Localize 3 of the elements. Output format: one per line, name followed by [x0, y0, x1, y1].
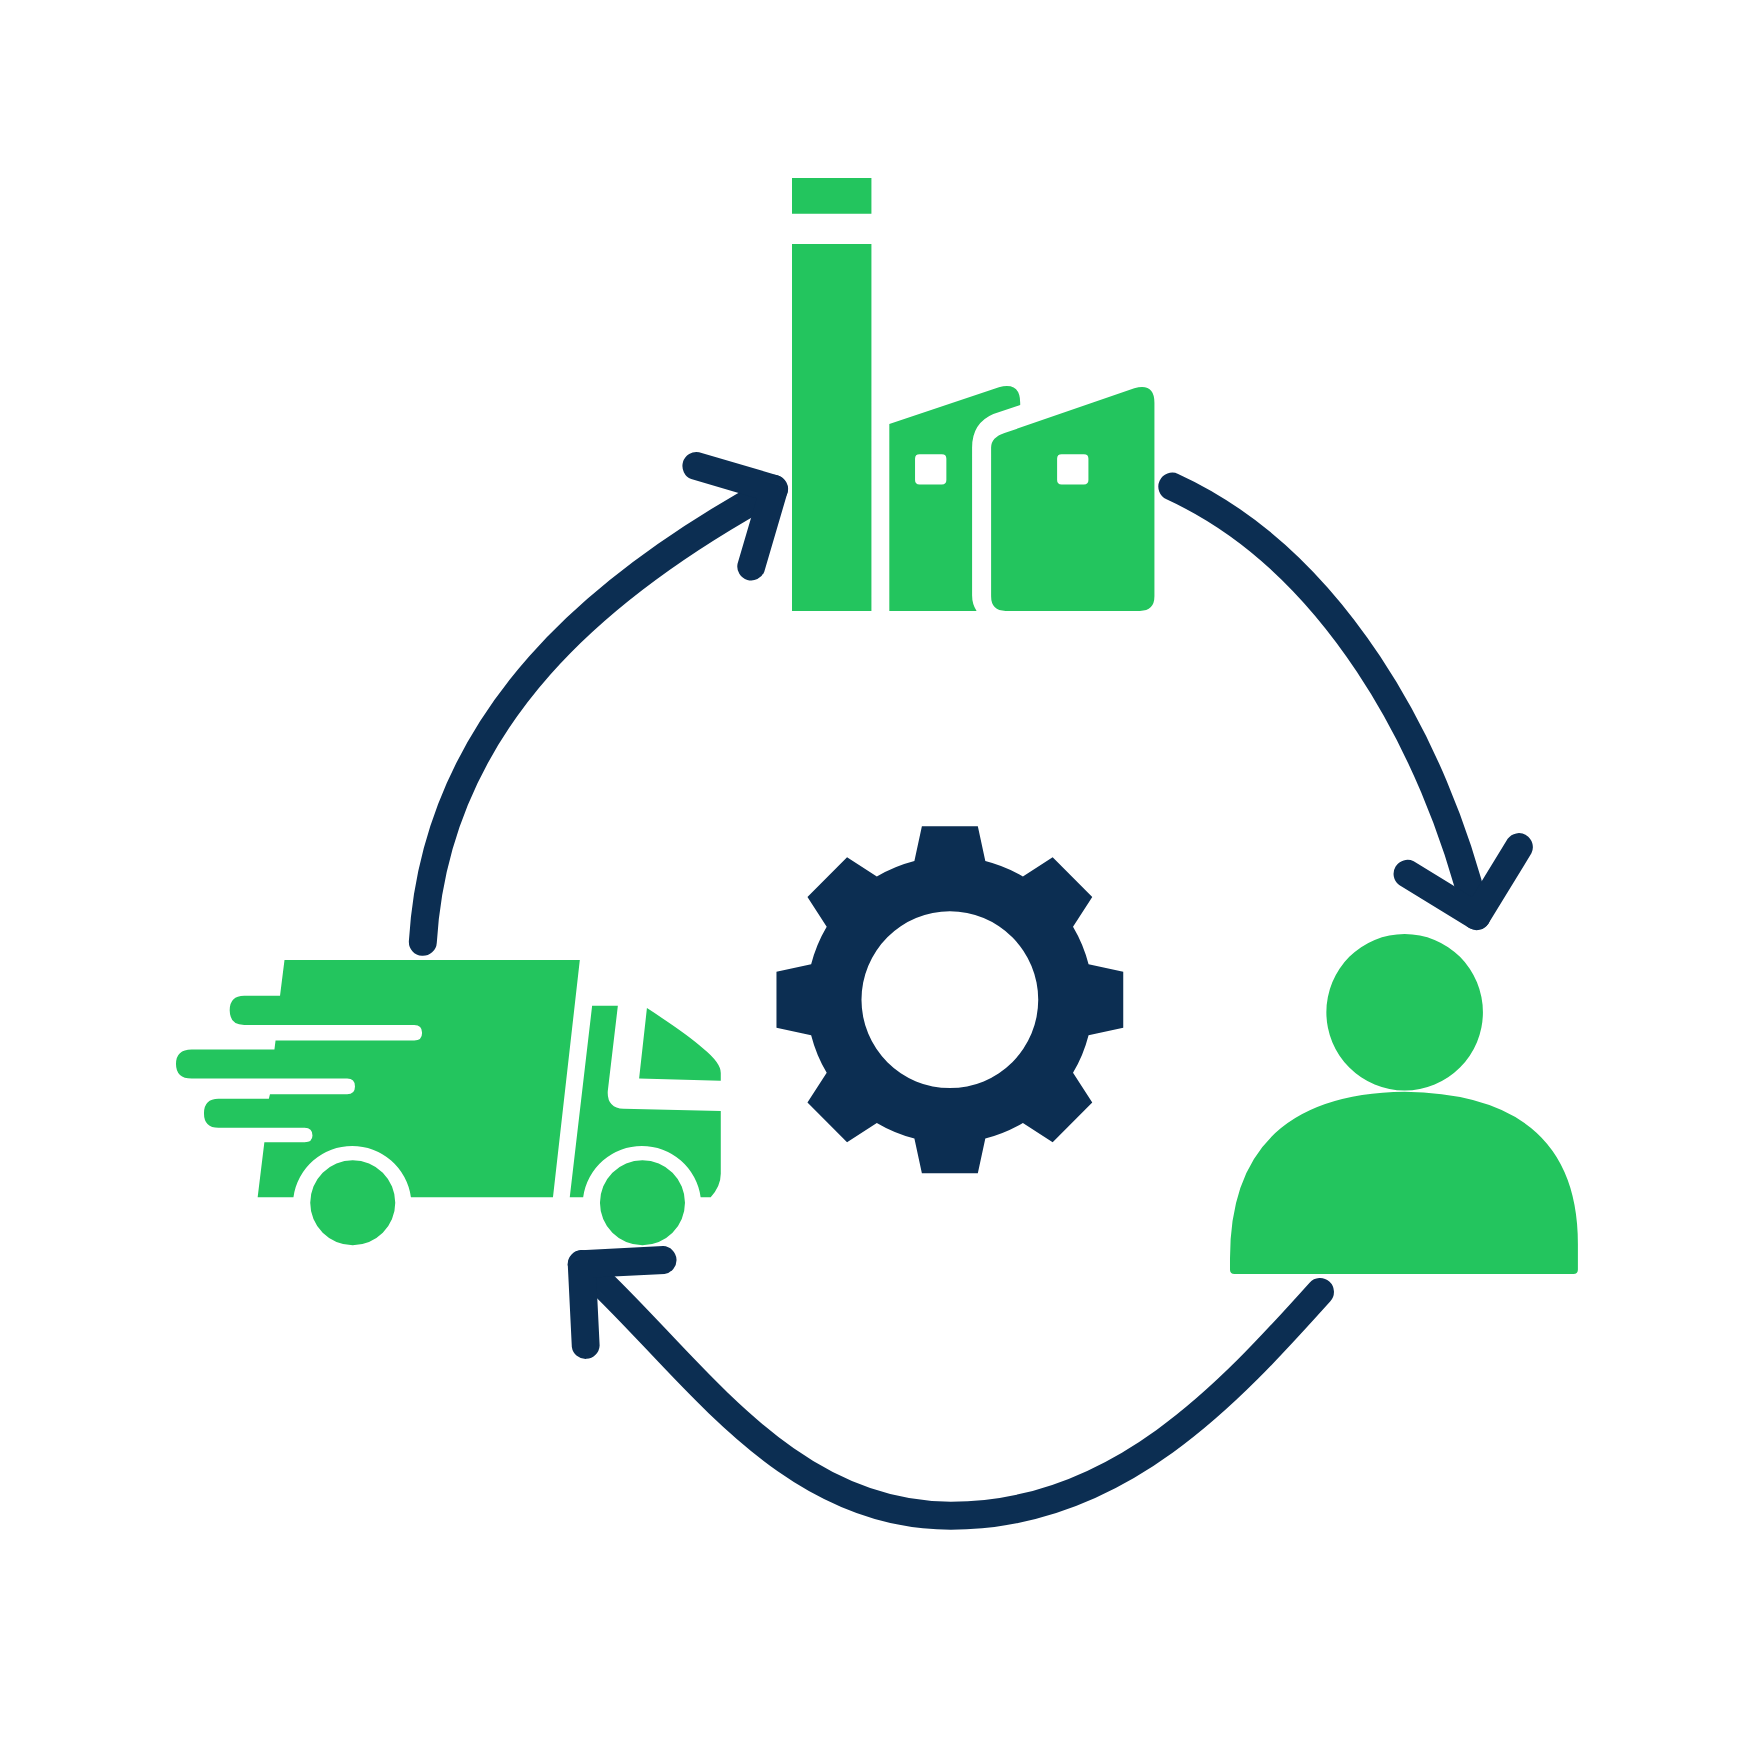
factory-icon	[792, 177, 1155, 611]
truck-icon	[175, 959, 721, 1247]
person-icon	[1230, 934, 1579, 1275]
